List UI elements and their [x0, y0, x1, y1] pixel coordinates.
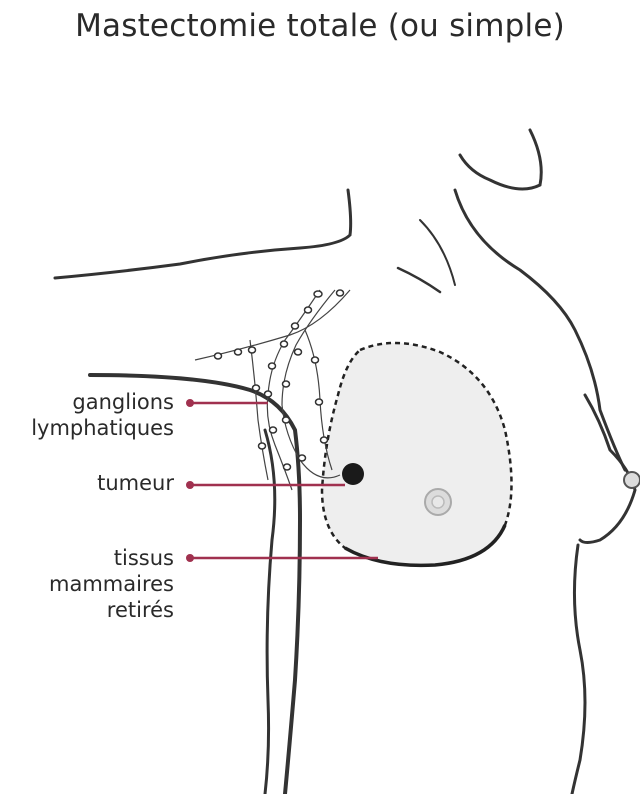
clavicle-line [398, 268, 440, 292]
label-tumor-text: tumeur [97, 470, 174, 496]
leader-dot-tissue [186, 554, 194, 562]
label-lymph-nodes-line1: ganglions [31, 389, 174, 415]
neck-left-outline [55, 190, 351, 278]
label-lymph-nodes: ganglions lymphatiques [31, 389, 174, 441]
label-tissue-line1: tissus [49, 545, 174, 571]
label-tissue-line3: retirés [49, 597, 174, 623]
nipple-right [624, 472, 640, 488]
label-lymph-nodes-line2: lymphatiques [31, 415, 174, 441]
nipple-left-center [432, 496, 444, 508]
neck-crease-line [420, 220, 455, 285]
lymph-nodes [215, 290, 344, 470]
torso-right-lower-outline [572, 545, 585, 794]
label-tumor: tumeur [97, 470, 174, 496]
leader-dot-lymph-nodes [186, 399, 194, 407]
label-removed-tissue: tissus mammaires retirés [49, 545, 174, 623]
breast-right-outline [580, 395, 635, 543]
label-tissue-line2: mammaires [49, 571, 174, 597]
neck-right-outline [460, 130, 541, 189]
removed-tissue-area [322, 343, 512, 565]
tumor-mark [342, 463, 364, 485]
leader-dot-tumor [186, 481, 194, 489]
